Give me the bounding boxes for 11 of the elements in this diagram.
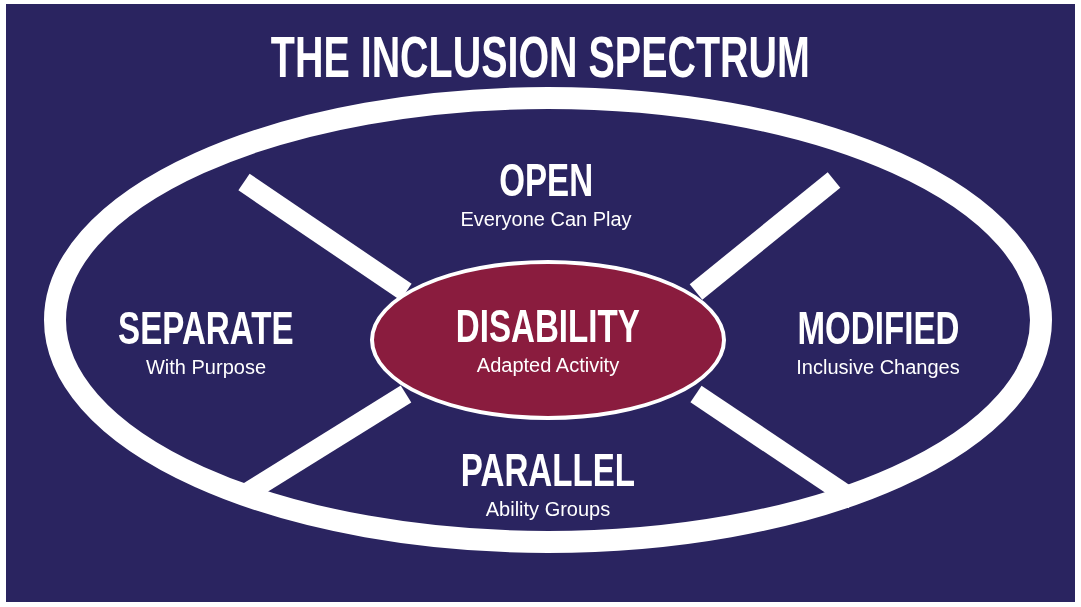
segment-subtitle: Inclusive Changes — [796, 355, 960, 380]
segment-subtitle: Everyone Can Play — [460, 207, 632, 232]
segment-heading: DISABILITY — [456, 302, 640, 350]
segment-heading: MODIFIED — [797, 304, 959, 352]
segment-subtitle: Ability Groups — [485, 497, 611, 522]
segment-subtitle: Adapted Activity — [476, 353, 620, 378]
segment-heading: OPEN — [499, 156, 593, 204]
title: THE INCLUSION SPECTRUM — [271, 24, 810, 90]
segment-heading: PARALLEL — [460, 446, 636, 494]
segment-heading: SEPARATE — [118, 304, 294, 352]
segment-subtitle: With Purpose — [145, 355, 267, 380]
